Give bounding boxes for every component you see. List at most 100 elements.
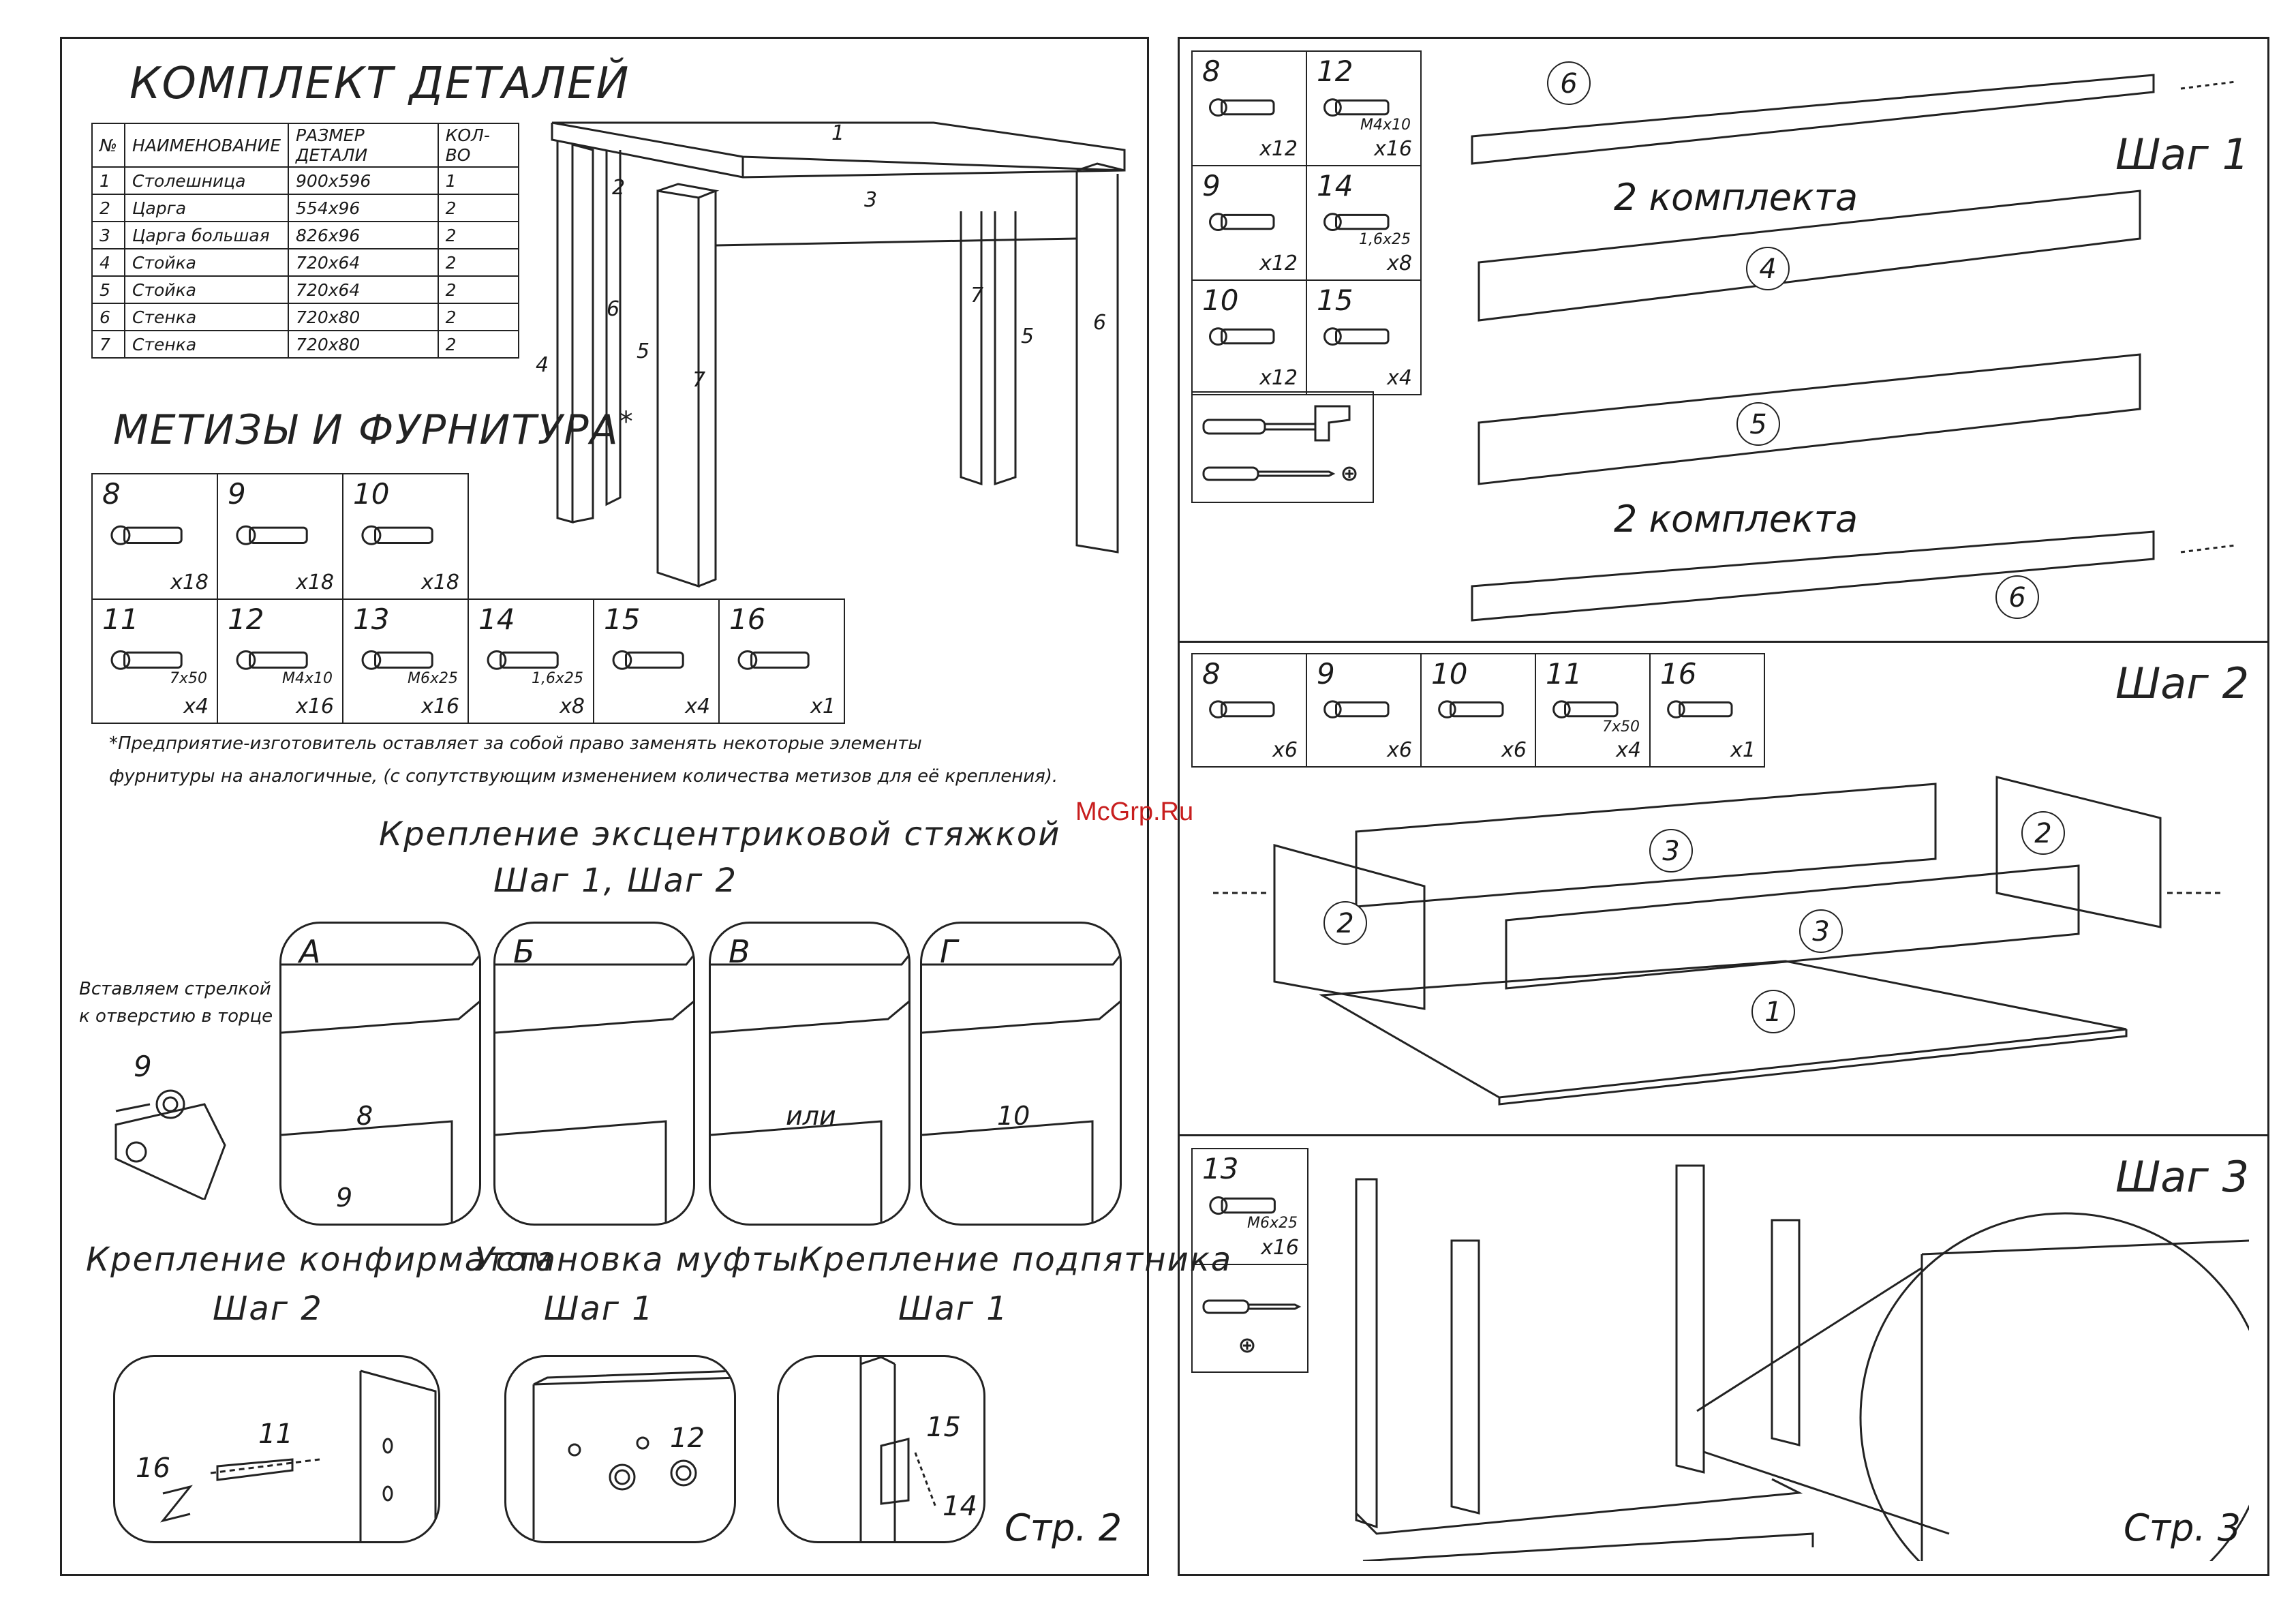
coupling-label-12: 12 [670, 1423, 705, 1454]
glider-title: Крепление подпятника [799, 1241, 1233, 1279]
hardware-11-icon [1552, 700, 1619, 718]
hardware-title-text: МЕТИЗЫ И ФУРНИТУРА [113, 406, 619, 454]
hardware-qty: x4 [183, 695, 209, 718]
drawing-label-5a: 5 [637, 339, 650, 363]
parts-cell-n: 5 [91, 275, 126, 304]
step1-kit-note-2: 2 комплекта [1614, 498, 1858, 541]
panel-label: 8 [356, 1101, 373, 1131]
hardware-qty: x8 [1387, 252, 1412, 275]
hardware-15-icon [1323, 327, 1390, 346]
hardware-qty: x12 [1259, 137, 1298, 161]
right-divider-1 [1178, 641, 2269, 643]
hardware-number: 9 [1202, 169, 1221, 202]
hardware-number: 9 [1317, 657, 1335, 691]
step3-assembly-drawing [1355, 1164, 2249, 1561]
drawing-label-6a: 6 [607, 297, 620, 321]
col-number: № [91, 123, 126, 168]
coupling-detail: 12 [504, 1355, 736, 1543]
step2-part-2-left: 2 [1323, 901, 1367, 945]
parts-cell-name: Стойка [124, 248, 290, 277]
hardware-qty: x12 [1259, 252, 1298, 275]
hardware-number: 8 [102, 477, 121, 511]
hardware-12-icon [236, 650, 308, 670]
hardware-number: 10 [353, 477, 390, 511]
hardware-spec: M6x25 [408, 670, 458, 688]
drawing-label-6b: 6 [1093, 311, 1107, 335]
parts-cell-size: 720x64 [288, 248, 439, 277]
step2-part-3-front: 3 [1799, 909, 1843, 953]
drawing-label-3: 3 [864, 188, 878, 212]
step1-tools-cell [1191, 391, 1374, 503]
hardware-number: 16 [729, 603, 766, 636]
hardware-qty: x16 [1261, 1236, 1299, 1260]
step2-title: Шаг 2 [2115, 658, 2250, 708]
step1-part-4: 4 [1746, 247, 1790, 290]
panel-drawing [281, 954, 479, 1224]
step3-tool-cell [1191, 1264, 1308, 1373]
hardware-16-icon [1667, 700, 1733, 718]
footnote-line-1: *Предприятие-изготовитель оставляет за с… [109, 733, 922, 754]
hardware-14-icon [487, 650, 559, 670]
confirmat-drawing [160, 1369, 437, 1541]
hardware-spec: 1,6x25 [1358, 231, 1411, 249]
parts-cell-size: 720x80 [288, 303, 439, 331]
coupling-title: Установка муфты [474, 1241, 800, 1279]
parts-cell-n: 1 [91, 166, 126, 195]
confirmat-title: Крепление конфирматом [86, 1241, 554, 1279]
hardware-number: 11 [1546, 657, 1582, 691]
step2-part-1: 1 [1751, 990, 1795, 1033]
right-divider-2 [1178, 1134, 2269, 1136]
footnote-line-2: фурнитуры на аналогичные, (с сопутствующ… [109, 766, 1058, 787]
hardware-qty: x6 [1501, 738, 1527, 762]
insert-note-line-2: к отверстию в торце [79, 1006, 273, 1027]
hardware-qty: x12 [1259, 366, 1298, 390]
parts-cell-size: 826x96 [288, 221, 439, 249]
hardware-qty: x4 [685, 695, 710, 718]
glider-label-14: 14 [943, 1491, 977, 1522]
hardware-number: 11 [102, 603, 139, 636]
cam-insert-drawing [114, 1089, 226, 1200]
coupling-drawing [532, 1369, 734, 1541]
hardware-qty: x18 [296, 571, 334, 594]
step1-part-6-top: 6 [1547, 61, 1591, 105]
step2-part-3-back: 3 [1649, 829, 1693, 873]
screwdriver-icon [1202, 1299, 1302, 1353]
parts-cell-qty: 2 [437, 330, 520, 359]
hardware-qty: x1 [1730, 738, 1756, 762]
parts-cell-qty: 2 [437, 194, 520, 222]
drawing-label-1: 1 [831, 121, 845, 145]
hardware-number: 8 [1202, 657, 1221, 691]
step1-assembly-drawing [1471, 74, 2236, 622]
panel-label: или [786, 1101, 836, 1131]
drawing-label-7b: 7 [970, 284, 984, 307]
parts-cell-size: 900x596 [288, 166, 439, 195]
hardware-spec: 7x50 [169, 670, 207, 688]
parts-cell-size: 720x64 [288, 275, 439, 304]
confirmat-label-16: 16 [136, 1453, 170, 1484]
hardware-number: 13 [353, 603, 390, 636]
panel-label: 10 [997, 1101, 1030, 1131]
hardware-qty: x16 [296, 695, 334, 718]
hardware-number: 14 [1317, 169, 1353, 202]
step1-part-6-bottom: 6 [1995, 575, 2039, 619]
eccentric-steps: Шаг 1, Шаг 2 [493, 862, 738, 900]
step2-assembly-drawing [1213, 776, 2222, 1106]
hardware-8-icon [1209, 98, 1275, 117]
drawing-label-2: 2 [612, 176, 626, 200]
hardware-9-icon [1209, 213, 1275, 231]
panel-drawing [922, 954, 1120, 1224]
confirmat-detail: 11 16 [113, 1355, 440, 1543]
eccentric-panel-2: Б [493, 922, 695, 1226]
